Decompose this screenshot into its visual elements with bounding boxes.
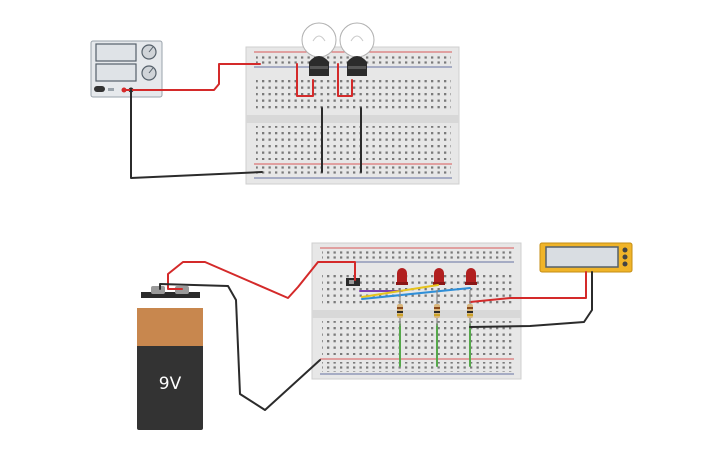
supply-positive-wire: [123, 63, 261, 91]
multimeter[interactable]: [539, 242, 633, 273]
battery-terminal-negative[interactable]: [151, 286, 165, 294]
multimeter-display: [545, 246, 619, 268]
led-icon[interactable]: [433, 268, 445, 285]
battery-label: 9V: [159, 374, 182, 394]
probe-socket-icon[interactable]: [622, 254, 628, 260]
multimeter-black-probe: [469, 271, 593, 328]
battery-positive-wire: [167, 261, 356, 299]
battery-9v[interactable]: 9V: [137, 286, 203, 430]
supply-negative-wire: [130, 89, 263, 179]
current-display: [95, 63, 137, 82]
light-bulb-icon[interactable]: [339, 22, 375, 76]
light-bulb-icon[interactable]: [301, 22, 337, 76]
power-switch-icon[interactable]: [94, 86, 105, 92]
bulb2-left-wire: [337, 63, 353, 97]
slide-switch-icon[interactable]: [346, 278, 360, 286]
breadboard-bottom: [311, 242, 522, 380]
led-icon[interactable]: [396, 268, 408, 285]
multimeter-red-probe: [469, 271, 587, 303]
probe-socket-icon[interactable]: [622, 247, 628, 253]
resistor-icon[interactable]: [467, 290, 473, 326]
resistor-icon[interactable]: [397, 290, 403, 326]
dc-power-supply[interactable]: [90, 40, 163, 98]
wires-top[interactable]: [123, 63, 362, 179]
battery-negative-wire: [159, 283, 321, 411]
switch-to-led3-wire: [361, 287, 471, 300]
probe-socket-icon[interactable]: [622, 261, 628, 267]
voltage-display: [95, 43, 137, 62]
led-icon[interactable]: [465, 268, 477, 285]
bulb1-left-wire: [296, 63, 314, 97]
resistor-icon[interactable]: [434, 290, 440, 326]
